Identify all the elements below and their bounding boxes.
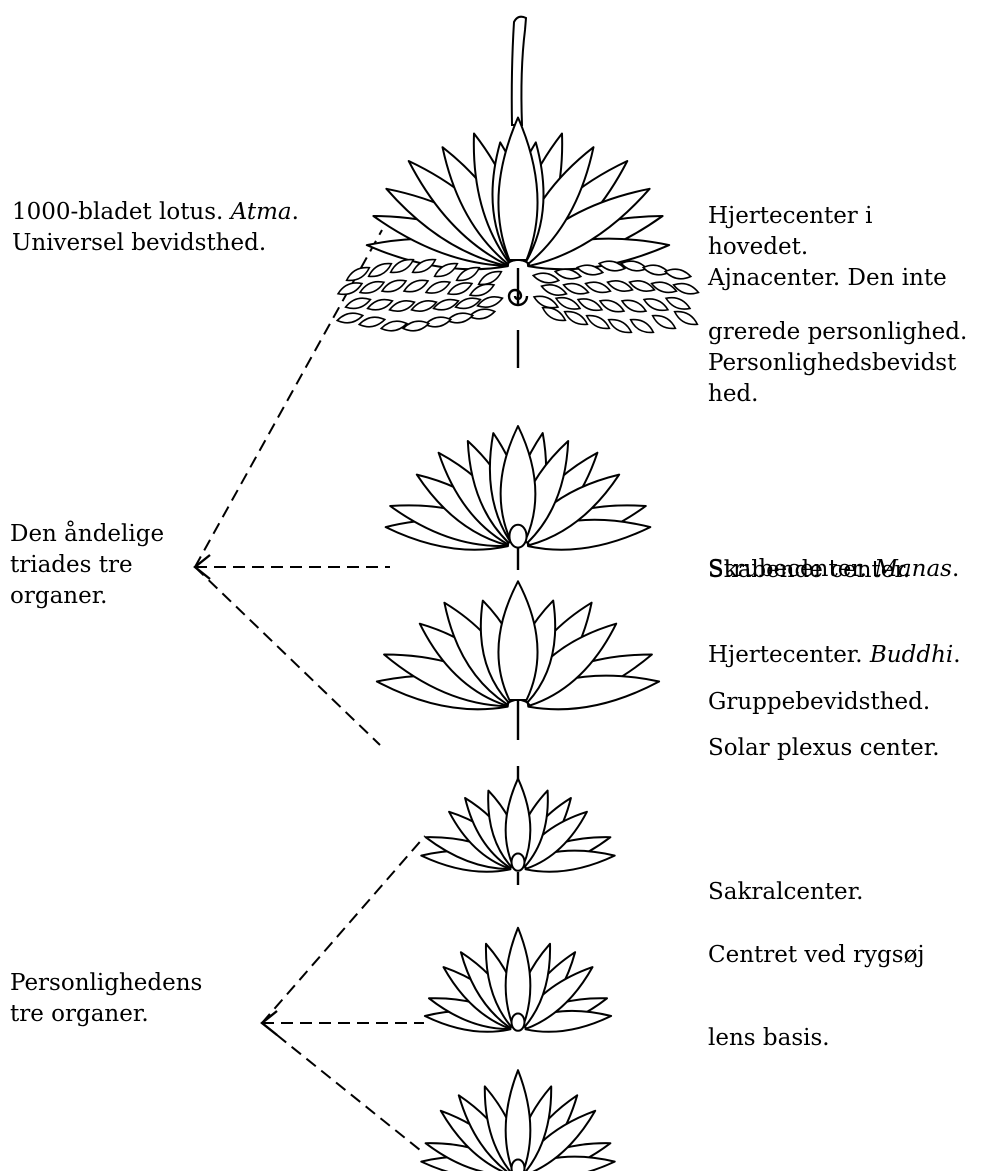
personality-dashed-lines [262, 836, 425, 1150]
base-label-line2: lens basis. [708, 1023, 830, 1054]
ajna-wing-leaf-6 [454, 295, 481, 311]
ajna-wing-leaf-2 [476, 294, 503, 310]
heart-lotus-petal-3-0 [498, 581, 537, 700]
atma-label-text: 1000-bladet lotus. [12, 199, 231, 225]
head-heart-label: Hjertecenter i hovedet. [708, 201, 872, 263]
heart-label-tail: . [953, 642, 960, 668]
dashed-arrowheads [195, 555, 277, 1035]
base-lotus-petal-3-0 [506, 1070, 531, 1171]
sacral-lotus-petal-3-0 [506, 928, 531, 1025]
ajna-wing-leaf-52 [664, 267, 691, 281]
throat-lotus-bud [509, 525, 526, 548]
throat-lotus-petal-3-0 [501, 426, 536, 540]
ajna-wing-leaf-23 [358, 315, 385, 329]
ajna-wing-leaf-3 [468, 307, 495, 321]
ajna-wing-leaf-11 [424, 315, 451, 329]
sacral-label: Sakralcenter. [708, 877, 863, 908]
ajna-wing-leaf-25 [336, 279, 363, 297]
group-consciousness-label: Gruppebevidsthed. [708, 687, 930, 718]
ajna-wing-leaf-24 [344, 264, 371, 284]
personality-label: Personlighedens tre organer. [10, 968, 202, 1030]
ajna-wing-leaf-15 [402, 319, 429, 333]
ajna-wing-leaf-48 [642, 263, 669, 277]
throat-label-tail: . [952, 556, 959, 582]
ajna-wing-leaf-28 [532, 271, 559, 285]
ajna-wing-leaf-42 [598, 297, 625, 315]
triad-label-line1: Den åndelige [10, 519, 164, 550]
head-heart-line1: Hjertecenter i [708, 201, 872, 232]
ajna-wing-leaf-7 [446, 311, 473, 325]
ajna-wing-leaf-45 [628, 278, 655, 294]
atma-label: 1000-bladet lotus. Atma. Universel bevid… [12, 197, 299, 259]
ajna-wing-leaf-47 [628, 316, 655, 336]
ajna-wing-leaf-53 [672, 281, 699, 297]
base-label-line1: Centret ved rygsøj [708, 940, 925, 971]
ajna-wing-leaf-39 [584, 312, 611, 332]
triad-label: Den åndelige triades tre organer. [10, 519, 164, 612]
ajna-label: grerede personlighed. Personlighedsbevid… [708, 317, 967, 410]
ajna-wing-leaf-20 [366, 260, 393, 280]
ajna-label-line3: Personlighedsbevidst [708, 348, 967, 379]
creative-center-label: Skabende center. [708, 555, 910, 586]
ajna-wing-leaf-10 [432, 297, 459, 313]
personality-label-line2: tre organer. [10, 999, 202, 1030]
triad-label-line3: organer. [10, 581, 164, 612]
head-heart-line2: hovedet. [708, 232, 872, 263]
heart-label-text: Hjertecenter. [708, 642, 870, 668]
sacral-lotus-bud [512, 1013, 525, 1030]
solar-plexus-lotus-petal-3-0 [506, 779, 531, 865]
crown-lotus-petal-4-0 [498, 118, 537, 261]
triad-label-line2: triades tre [10, 550, 164, 581]
ajna-wing-leaf-34 [554, 294, 581, 312]
ajna-label-line1: Ajnacenter. Den inte [708, 263, 947, 294]
heart-label-emphasis: Buddhi [870, 642, 953, 668]
ajna-wing-leaf-17 [380, 277, 407, 295]
atma-label-line2: Universel bevidsthed. [12, 228, 299, 259]
atma-label-emphasis: Atma [231, 199, 292, 225]
heart-label: Hjertecenter. Buddhi. [708, 640, 961, 671]
ajna-wing-leaf-49 [650, 279, 677, 295]
ajna-wing-leaf-14 [410, 298, 437, 314]
ajna-label-line4: hed. [708, 379, 967, 410]
ajna-wing-leaf-51 [650, 312, 677, 332]
lotus-stem [512, 17, 526, 125]
ajna-wing-leaf-35 [562, 308, 589, 328]
ajna-wing-leaf-19 [380, 319, 407, 333]
ajna-wing-leaf-21 [358, 278, 385, 296]
base-lotus-bud [512, 1159, 525, 1171]
atma-label-tail: . [292, 199, 299, 225]
ajna-wing-leaf-27 [336, 311, 363, 325]
solar-plexus-lotus-bud [512, 853, 525, 870]
ajna-wing-leaf-38 [576, 295, 603, 313]
ajna-wing-leaf-55 [672, 308, 699, 328]
solar-plexus-label: Solar plexus center. [708, 733, 940, 764]
ajna-label-line2: grerede personlighed. [708, 317, 967, 348]
personality-label-line1: Personlighedens [10, 968, 202, 999]
ajna-wing-leaf-43 [606, 316, 633, 336]
